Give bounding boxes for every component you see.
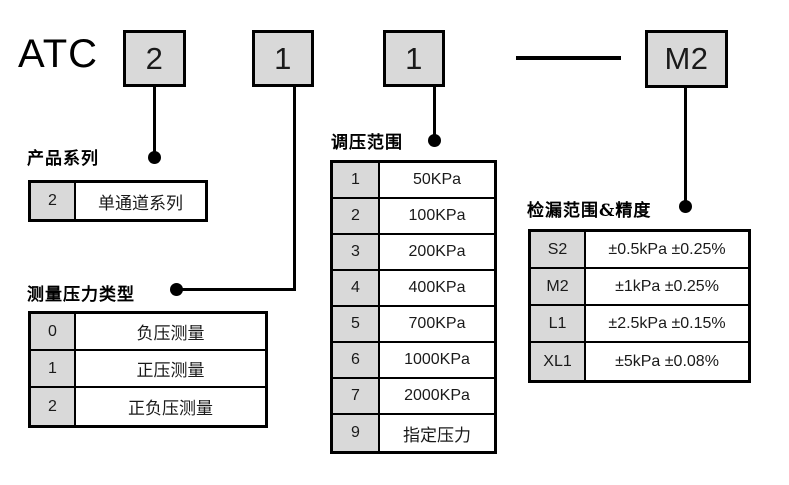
row-code: 1: [333, 163, 380, 197]
table-row[interactable]: XL1 ±5kPa ±0.08%: [531, 343, 748, 380]
table-row[interactable]: 2 正负压测量: [31, 388, 265, 425]
table-row[interactable]: 6 1000KPa: [333, 343, 494, 379]
connector-pressure-type-vertical: [293, 85, 296, 291]
row-desc: 正压测量: [136, 361, 205, 381]
table-row[interactable]: 3 200KPa: [333, 235, 494, 271]
row-desc: ±5kPa ±0.08%: [615, 352, 719, 370]
row-code: 2: [31, 388, 76, 425]
row-code: M2: [531, 269, 586, 304]
row-desc: 200KPa: [408, 243, 466, 260]
row-code: 0: [31, 314, 76, 349]
pressure-range-label: 调压范围: [331, 133, 403, 153]
pressure-type-box[interactable]: 1: [252, 30, 314, 87]
row-code: 7: [333, 379, 380, 413]
connector-pressure-range-dot: [428, 134, 441, 147]
row-desc: ±2.5kPa ±0.15%: [608, 314, 726, 332]
row-desc: ±1kPa ±0.25%: [615, 277, 719, 295]
table-row[interactable]: S2 ±0.5kPa ±0.25%: [531, 232, 748, 269]
connector-series-dot: [148, 151, 161, 164]
row-code: 2: [333, 199, 380, 233]
table-row[interactable]: 0 负压测量: [31, 314, 265, 351]
table-row[interactable]: 2 单通道系列: [31, 183, 205, 219]
pressure-range-box[interactable]: 1: [383, 30, 445, 87]
pressure-range-table: 1 50KPa 2 100KPa 3 200KPa 4 400KPa 5 700…: [330, 160, 497, 454]
connector-leak-range-dot: [679, 200, 692, 213]
product-series-table: 2 单通道系列: [28, 180, 208, 222]
row-code: XL1: [531, 343, 586, 380]
table-row[interactable]: 1 正压测量: [31, 351, 265, 388]
table-row[interactable]: 2 100KPa: [333, 199, 494, 235]
table-row[interactable]: 5 700KPa: [333, 307, 494, 343]
table-row[interactable]: 4 400KPa: [333, 271, 494, 307]
row-code: S2: [531, 232, 586, 267]
row-desc: 正负压测量: [128, 399, 213, 419]
row-desc: 2000KPa: [404, 387, 470, 404]
row-desc: 100KPa: [408, 207, 466, 224]
row-desc: 1000KPa: [404, 351, 470, 368]
row-code: 5: [333, 307, 380, 341]
connector-pressure-type-horizontal: [181, 288, 296, 291]
row-code: 6: [333, 343, 380, 377]
row-code: 1: [31, 351, 76, 386]
separator-dash: [516, 56, 621, 60]
leak-range-label: 检漏范围&精度: [527, 201, 652, 221]
series-code-box[interactable]: 2: [123, 30, 186, 87]
row-code: 9: [333, 415, 380, 451]
leak-range-table: S2 ±0.5kPa ±0.25% M2 ±1kPa ±0.25% L1 ±2.…: [528, 229, 751, 383]
table-row[interactable]: 7 2000KPa: [333, 379, 494, 415]
table-row[interactable]: M2 ±1kPa ±0.25%: [531, 269, 748, 306]
connector-leak-range-vertical: [684, 88, 687, 207]
table-row[interactable]: L1 ±2.5kPa ±0.15%: [531, 306, 748, 343]
leak-range-box[interactable]: M2: [645, 30, 728, 88]
row-code: 3: [333, 235, 380, 269]
row-desc: 400KPa: [408, 279, 466, 296]
row-desc: 700KPa: [408, 315, 466, 332]
row-code: 2: [31, 183, 76, 219]
connector-series-vertical: [153, 85, 156, 157]
product-series-label: 产品系列: [27, 149, 99, 169]
connector-pressure-type-dot: [170, 283, 183, 296]
table-row[interactable]: 1 50KPa: [333, 163, 494, 199]
row-desc: 指定压力: [403, 425, 471, 446]
row-code: L1: [531, 306, 586, 341]
row-desc: 负压测量: [136, 324, 205, 344]
table-row[interactable]: 9 指定压力: [333, 415, 494, 451]
row-code: 4: [333, 271, 380, 305]
connector-pressure-range-vertical: [433, 85, 436, 141]
product-prefix-label: ATC: [18, 32, 99, 76]
pressure-type-label: 测量压力类型: [27, 285, 135, 305]
row-desc: 单通道系列: [98, 193, 183, 214]
pressure-type-table: 0 负压测量 1 正压测量 2 正负压测量: [28, 311, 268, 428]
row-desc: ±0.5kPa ±0.25%: [608, 240, 726, 258]
row-desc: 50KPa: [412, 171, 462, 188]
